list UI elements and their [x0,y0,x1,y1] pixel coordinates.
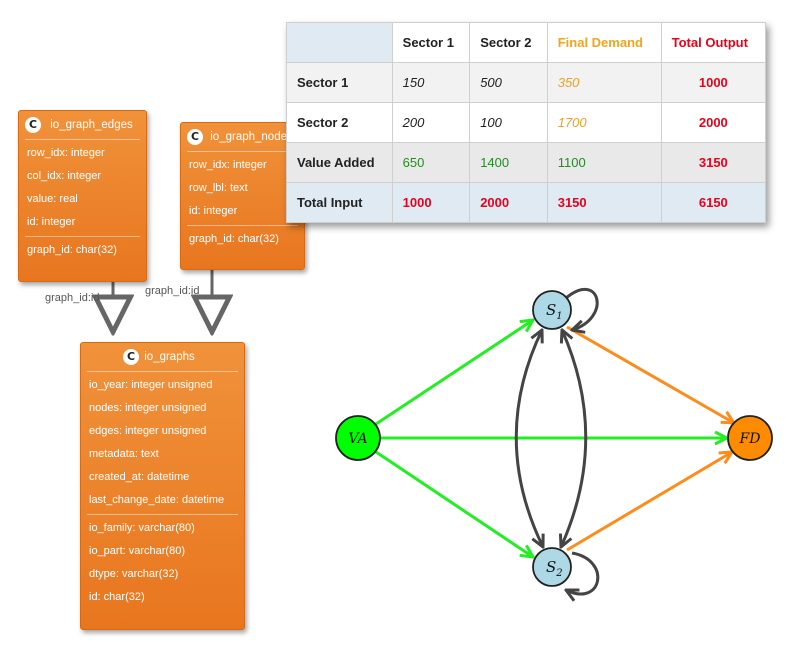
er-field: row_idx: integer [27,147,105,159]
node-s2-circle[interactable] [532,547,572,587]
table-cell: 350 [546,62,662,103]
er-field: id: integer [189,205,238,217]
edge-s1-fd [566,325,734,423]
table-cell: 150 [391,62,471,103]
edge-va-s2 [372,448,533,557]
table-cell: 650 [391,142,471,183]
er-title: io_graph_edges [50,119,133,131]
class-badge-icon: C [123,349,139,365]
table-cell: 1000 [391,182,471,223]
node-s2-label: S2 [546,558,563,579]
er-title: io_graph_nodes [210,131,293,143]
row-header: Total Input [286,182,393,223]
table-cell: 3150 [546,182,662,223]
er-fk-field: graph_id: char(32) [189,233,279,245]
node-va-label: VA [348,431,367,447]
er-header: C io_graph_edges [19,111,146,139]
col-header-final-demand: Final Demand [546,22,662,63]
table-cell: 200 [391,102,471,143]
er-field: row_idx: integer [189,159,267,171]
er-field: row_lbl: text [189,182,248,194]
loop-s1 [565,288,599,330]
er-table-io-graph-edges[interactable]: C io_graph_edges row_idx: integer col_id… [18,110,147,282]
table-cell: 6150 [660,182,767,223]
edge-va-s1 [372,320,533,428]
table-cell: 3150 [660,142,767,183]
er-fk-field: graph_id: char(32) [27,244,117,256]
table-cell: 1400 [469,142,548,183]
er-field: io_part: varchar(80) [89,545,185,557]
table-cell: 1700 [546,102,662,143]
er-field: id: char(32) [89,591,145,603]
er-table-io-graph-nodes[interactable]: C io_graph_nodes row_idx: integer row_lb… [180,122,305,270]
row-header: Sector 2 [286,102,393,143]
edge-s1-s2 [514,330,543,547]
link-label-nodes-graphs: graph_id:id [145,285,200,297]
er-field: nodes: integer unsigned [89,402,207,414]
table-row: Sector 1 150 500 350 1000 [286,62,767,103]
table-cell: 2000 [469,182,548,223]
table-cell: 2000 [660,102,767,143]
table-cell: 100 [469,102,548,143]
er-field: value: real [27,193,78,205]
er-field: metadata: text [89,448,159,460]
class-badge-icon: C [187,129,203,145]
table-cell: 1000 [660,62,767,103]
link-label-edges-graphs: graph_id:id [45,292,100,304]
table-cell: 500 [469,62,548,103]
table-header-row: Sector 1 Sector 2 Final Demand Total Out… [286,22,767,63]
node-s1-label: S1 [546,301,563,322]
er-field: dtype: varchar(32) [89,568,179,580]
node-fd-label: FD [739,431,761,447]
class-badge-icon: C [25,117,41,133]
er-field: col_idx: integer [27,170,101,182]
table-row: Total Input 1000 2000 3150 6150 [286,182,767,223]
edge-s2-s1 [561,330,588,547]
er-field: created_at: datetime [89,471,190,483]
er-header: C io_graphs [81,343,244,371]
er-field: io_year: integer unsigned [89,379,213,391]
er-header: C io_graph_nodes [181,123,304,151]
edge-s2-fd [566,452,732,552]
er-title: io_graphs [144,351,195,363]
table-row: Value Added 650 1400 1100 3150 [286,142,767,183]
table-corner-cell [286,22,393,63]
loop-s2 [566,551,600,594]
node-fd-circle[interactable] [727,415,773,461]
row-header: Value Added [286,142,393,183]
er-table-io-graphs[interactable]: C io_graphs io_year: integer unsigned no… [80,342,245,630]
io-table: Sector 1 Sector 2 Final Demand Total Out… [286,22,767,223]
col-header-sector-2: Sector 2 [469,22,548,63]
table-row: Sector 2 200 100 1700 2000 [286,102,767,143]
er-field: last_change_date: datetime [89,494,225,506]
node-va-circle[interactable] [335,415,381,461]
er-field: id: integer [27,216,76,228]
er-field: edges: integer unsigned [89,425,207,437]
col-header-total-output: Total Output [660,22,767,63]
er-field: io_family: varchar(80) [89,522,195,534]
node-s1-circle[interactable] [532,290,572,330]
col-header-sector-1: Sector 1 [391,22,471,63]
table-cell: 1100 [546,142,662,183]
row-header: Sector 1 [286,62,393,103]
